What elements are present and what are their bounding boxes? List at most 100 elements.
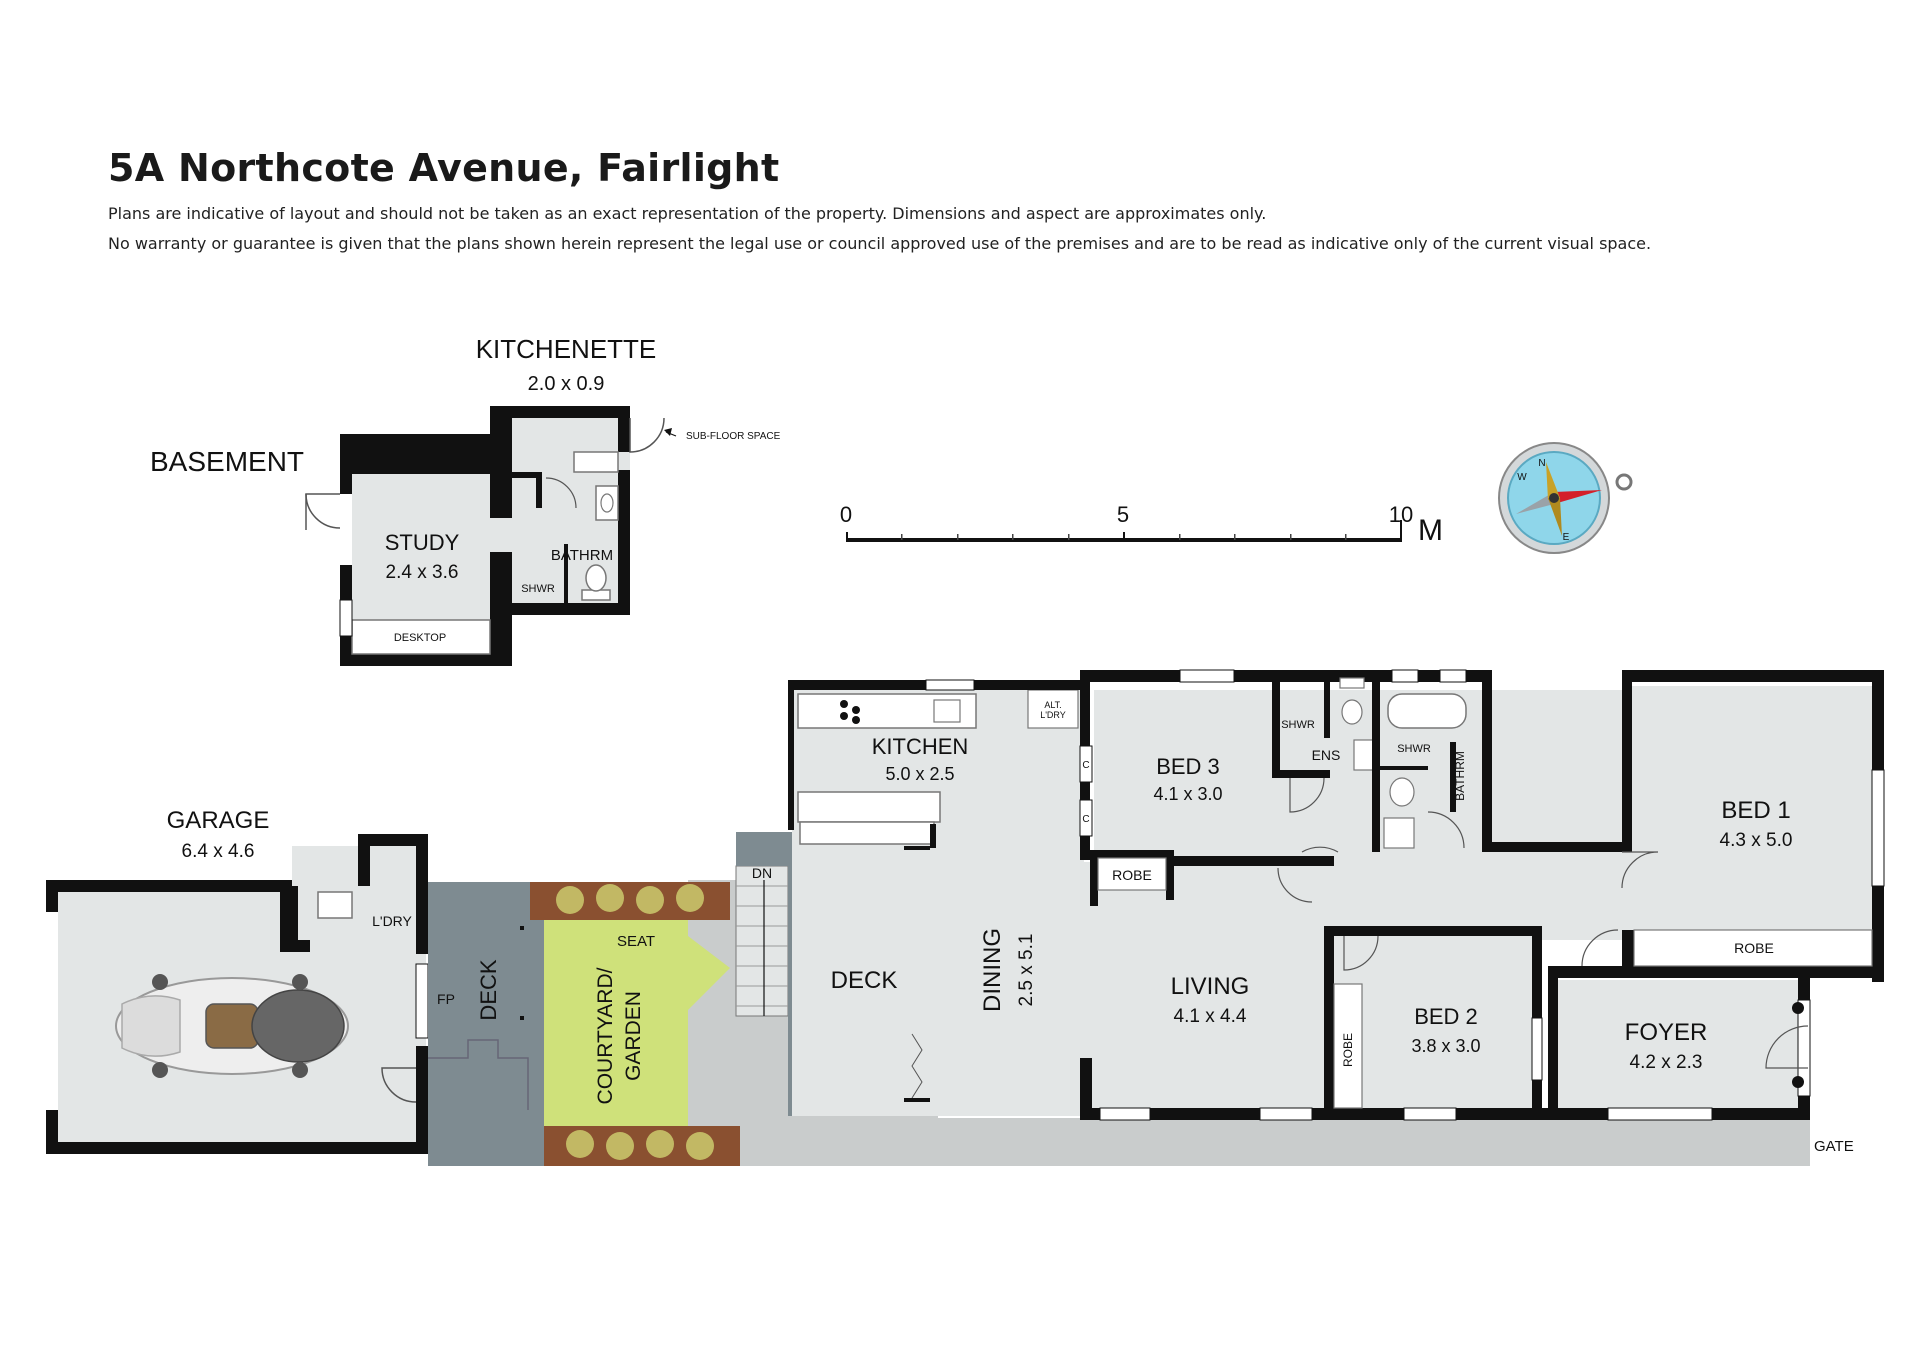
bed2-robe-label: ROBE [1341,1033,1355,1067]
scale-tick [901,534,903,540]
cupboard-c2 [1079,799,1093,837]
cupboard-label-2: C [1082,814,1089,825]
foyer-label: FOYER [1625,1019,1708,1046]
window [339,599,353,637]
sub-floor-label: SUB-FLOOR SPACE [686,431,781,442]
compass-ring [1615,473,1633,491]
disclaimer-line-2: No warranty or guarantee is given that t… [108,234,1652,253]
wall [1090,852,1098,906]
courtyard-lawn [544,912,688,1126]
ensuite-label: ENS [1312,747,1341,763]
bed3-floor [1094,690,1272,858]
bed1-robe-label: ROBE [1734,940,1774,956]
alt-laundry-cupboard [1027,689,1079,729]
bed1-floor [1632,686,1880,956]
wall [1622,670,1884,682]
desktop-label: DESKTOP [394,632,446,644]
wall [490,552,512,666]
window [1871,769,1885,887]
wall [1482,670,1492,852]
scale-unit: M [1418,514,1443,547]
kitchen-sink [933,699,961,723]
shower-screen [1380,766,1428,770]
bed2-label: BED 2 [1414,1004,1478,1029]
wall [618,418,630,452]
kitchenette-door [629,417,665,453]
basement-plan: BASEMENT KITCHENETTE 2.0 x 0.9 SUB-FLOOR… [150,334,781,666]
foyer-dims: 4.2 x 2.3 [1630,1052,1703,1073]
bathroom-door [1427,811,1465,849]
wall [280,880,292,952]
window [1797,999,1811,1097]
garage-dims: 6.4 x 4.6 [182,841,255,862]
bathroom-door [545,477,577,509]
compass-needle-gold-2 [1548,498,1562,536]
living-dims: 4.1 x 4.4 [1174,1006,1247,1027]
deck-post [520,926,524,930]
wall [1080,670,1272,682]
wall-stub [146,1142,154,1150]
car-cockpit [205,1003,259,1049]
wall [490,406,630,418]
alt-laundry-label-2: L'DRY [1040,710,1066,720]
wall [904,846,930,850]
ensuite-door [1289,777,1325,813]
deck-left-label: DECK [476,959,501,1020]
garage-label: GARAGE [167,807,270,834]
window [925,679,975,691]
window [1259,1107,1313,1121]
deck-left [428,882,544,1166]
kitchen-label: KITCHEN [872,734,969,759]
alt-laundry-label-1: ALT. [1044,700,1061,710]
ensuite-cistern [1339,677,1365,689]
cooktop-icon [840,700,860,724]
window [1403,1107,1457,1121]
wall [1272,670,1492,682]
bed2-floor [1334,940,1534,1110]
desktop-bench [351,619,491,655]
wall [1080,1060,1090,1118]
wall [340,434,504,474]
scale-label-0: 0 [840,502,852,527]
partition [512,472,542,478]
window [1607,1107,1713,1121]
page-title: 5A Northcote Avenue, Fairlight [108,146,780,190]
car-wheel [152,974,168,990]
side-path [930,1118,1810,1166]
car-wheel [292,1062,308,1078]
bathroom-basin [1383,817,1415,849]
wall-stub [326,1142,334,1150]
wall [618,470,630,615]
bed3-robe-label: ROBE [1112,867,1152,883]
wall [1532,926,1542,1108]
compass-north: N [1538,458,1545,469]
wall [416,1046,428,1154]
scale-tick [1345,534,1347,540]
car-roof [251,989,345,1063]
compass-needle-red [1554,490,1602,504]
wall [1622,930,1634,968]
courtyard-lawn-edge [688,936,730,1010]
wall [1080,736,1090,836]
wall [788,680,794,830]
wall [1548,966,1614,978]
study-dims: 2.4 x 3.6 [386,562,459,583]
hall-door [1301,846,1339,853]
bed1-dims: 4.3 x 5.0 [1720,830,1793,851]
kitchenette-bench [573,451,619,473]
foyer-floor [1556,980,1808,1112]
hall-floor [1272,690,1632,940]
bed3-label: BED 3 [1156,754,1220,779]
dining-label: DINING [979,928,1006,1012]
fp-label: FP [437,991,455,1007]
seat-label: SEAT [617,933,655,950]
foyer-door [1581,929,1619,967]
door-light [1792,1002,1804,1014]
wall [1166,850,1174,900]
shower-label: SHWR [521,583,555,595]
wall [904,1098,930,1102]
window [1099,1107,1151,1121]
wall [358,834,370,886]
car-wheel [292,974,308,990]
compass-pivot [1549,493,1559,503]
